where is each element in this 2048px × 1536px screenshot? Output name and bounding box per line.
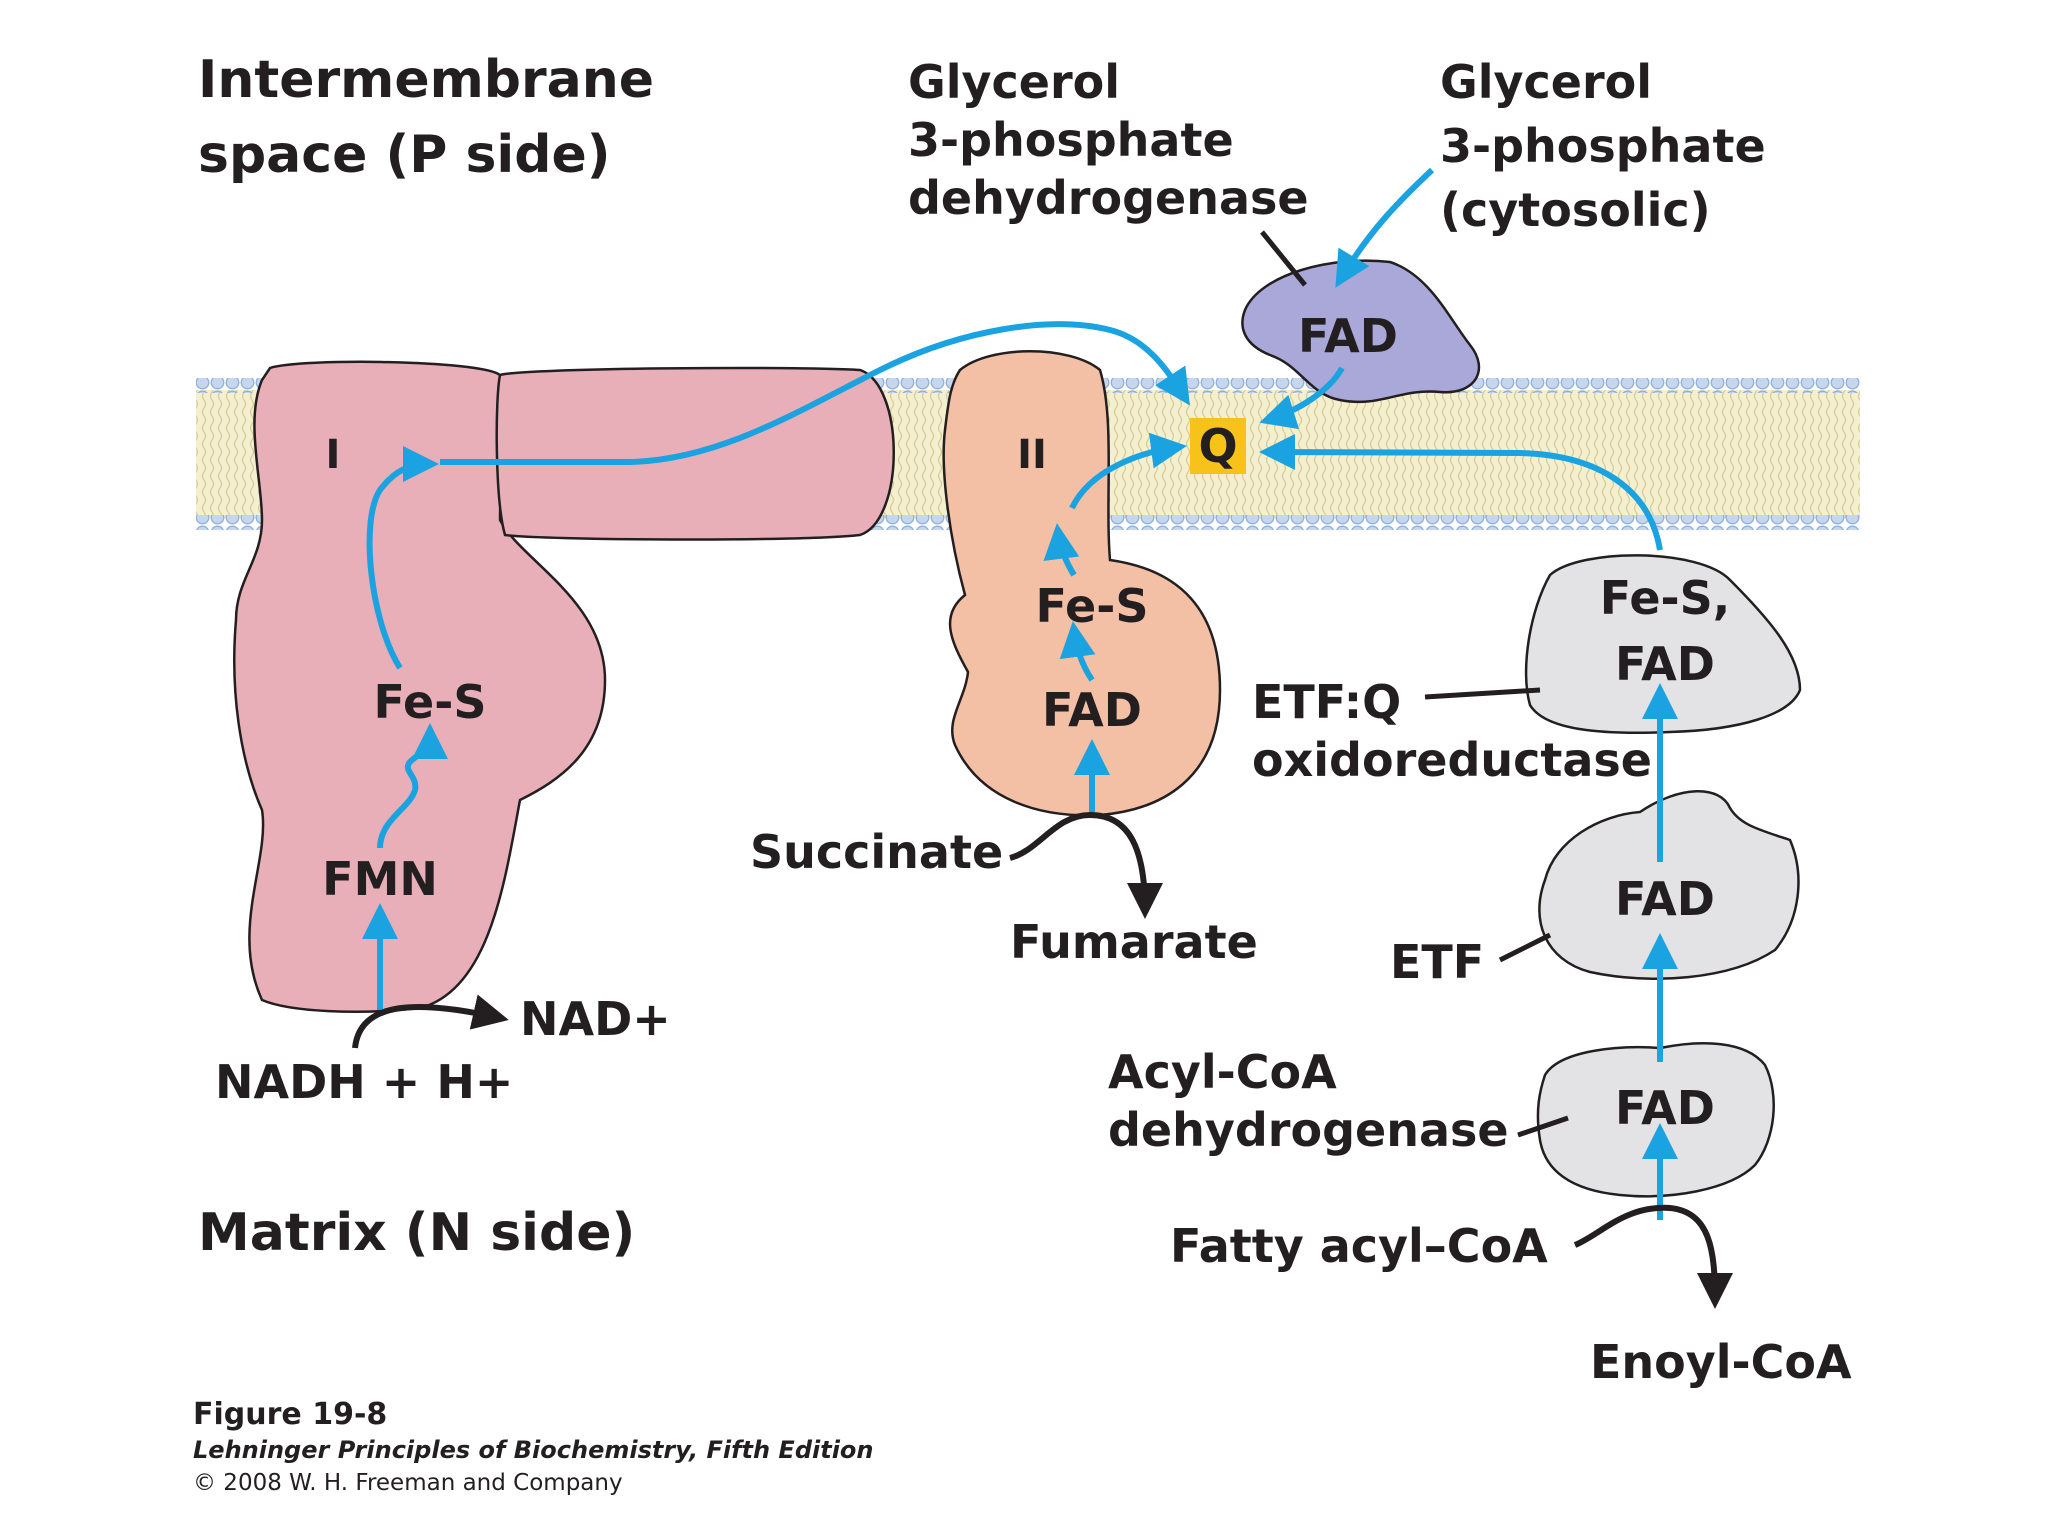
figure-source: Lehninger Principles of Biochemistry, Fi…: [193, 1436, 874, 1464]
leader-etfq: [1424, 687, 1541, 700]
etfq-name-1: ETF:Q: [1252, 675, 1401, 729]
complex-i-numeral: I: [326, 432, 341, 478]
quinone-box: [1190, 418, 1246, 474]
arrow-fad-to-fes-ii: [1059, 621, 1096, 682]
etf-fad: FAD: [1615, 872, 1715, 926]
complex-i-fes: Fe-S: [374, 675, 487, 729]
acyl-dh-fad: FAD: [1615, 1081, 1715, 1135]
leader-etf: [1498, 932, 1552, 963]
figure-title: Figure 19-8: [193, 1397, 387, 1432]
etfq-cofactor-1: Fe-S,: [1600, 571, 1730, 625]
arrow-succinate-to-fumarate: [1009, 811, 1163, 919]
g3p-substrate-3: (cytosolic): [1440, 183, 1711, 237]
complex-ii-fes: Fe-S: [1036, 579, 1149, 633]
arrow-fes-to-arm: [366, 446, 439, 670]
arrow-fmn-to-fes: [377, 723, 448, 849]
complex-i-fmn: FMN: [322, 852, 438, 906]
g3p-dh-name-3: dehydrogenase: [908, 171, 1309, 225]
matrix-label: Matrix (N side): [198, 1203, 635, 1263]
fatty-acyl-coa-label: Fatty acyl–CoA: [1170, 1219, 1548, 1273]
leader-acyl-dh: [1517, 1115, 1569, 1138]
arrow-g3p-to-fad: [1335, 167, 1435, 288]
enoyl-coa-label: Enoyl-CoA: [1590, 1335, 1852, 1389]
g3p-substrate-1: Glycerol: [1440, 55, 1652, 109]
acyl-dh-name-2: dehydrogenase: [1108, 1103, 1509, 1157]
g3p-dh-fad: FAD: [1298, 309, 1398, 363]
complex-ii-numeral: II: [1017, 432, 1047, 478]
nadh-label: NADH + H+: [215, 1055, 513, 1109]
etf-name: ETF: [1390, 935, 1484, 989]
arrow-complex-ii-to-q: [1069, 432, 1187, 510]
arrow-fes-ii-up: [1043, 523, 1080, 577]
g3p-substrate-2: 3-phosphate: [1440, 119, 1766, 173]
g3p-dh-name-2: 3-phosphate: [908, 113, 1234, 167]
intermembrane-label-1: Intermembrane: [198, 50, 654, 110]
g3p-dh-name-1: Glycerol: [908, 55, 1120, 109]
arrow-etfq-to-q: [1259, 434, 1663, 551]
succinate-label: Succinate: [750, 825, 1003, 879]
etf-shape: [1538, 790, 1800, 980]
complex-ii-fad: FAD: [1042, 683, 1142, 737]
arrow-g3p-fad-to-q: [1259, 366, 1345, 430]
leader-g3p-dh: [1260, 230, 1307, 287]
nad-label: NAD+: [520, 992, 671, 1046]
fumarate-label: Fumarate: [1010, 915, 1258, 969]
acyl-dh-name-1: Acyl-CoA: [1108, 1045, 1337, 1099]
etfq-cofactor-2: FAD: [1615, 637, 1715, 691]
etfq-name-2: oxidoreductase: [1252, 733, 1652, 787]
intermembrane-label-2: space (P side): [198, 125, 610, 185]
figure-copyright: © 2008 W. H. Freeman and Company: [193, 1470, 623, 1496]
arrow-fattyacyl-to-enoyl: [1573, 1204, 1733, 1309]
etfq-oxidoreductase-shape: [1524, 554, 1802, 735]
arrow-arm-to-q: [440, 321, 1190, 465]
quinone-label: Q: [1198, 419, 1237, 473]
arrow-nadh-to-nad: [352, 994, 509, 1049]
